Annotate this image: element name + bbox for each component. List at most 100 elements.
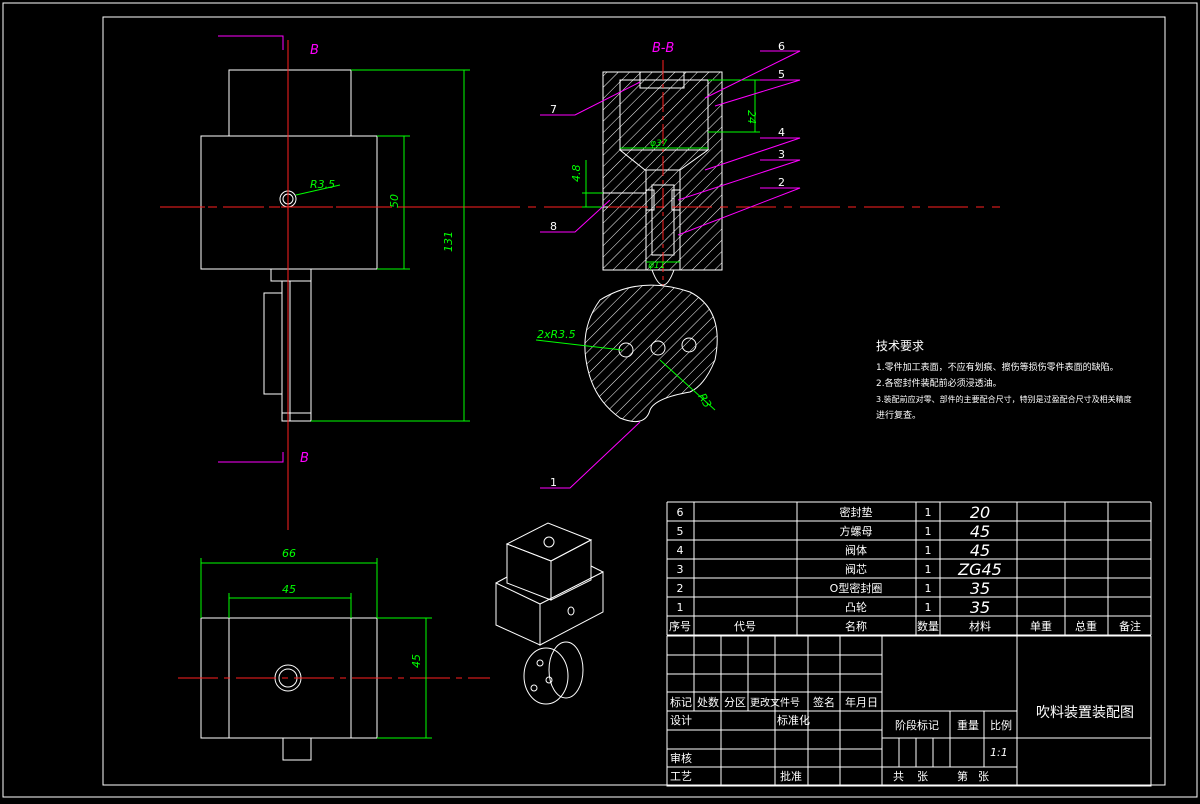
top-stem [282, 737, 312, 761]
front-cam-left [263, 292, 283, 395]
iso-top-face [505, 522, 593, 562]
bom-cell-material: 45 [970, 522, 990, 541]
dim-r35: R3.5 [310, 178, 335, 191]
bom-cell-qty: 1 [925, 601, 932, 614]
seal-left [645, 189, 655, 211]
tb-approve: 批准 [780, 769, 802, 783]
inner-frame [102, 16, 1166, 786]
bom-cell-qty: 1 [925, 525, 932, 538]
iso-side-hole [567, 606, 575, 616]
dim-50: 50 [388, 194, 401, 208]
section-line-bottom [218, 452, 284, 463]
front-view: B B 131 50 R3.5 [165, 35, 480, 530]
balloon-8: 8 [550, 220, 557, 233]
tb-page-suffix: 张 [978, 770, 989, 783]
balloon-3: 3 [778, 148, 785, 161]
dim-cam-r3: R3 [695, 391, 714, 410]
bom-cell-name: 阀体 [845, 543, 867, 557]
tb-design: 设计 [670, 714, 692, 727]
bom-cell-material: 35 [970, 598, 990, 617]
leader-3 [677, 159, 801, 201]
tb-check: 审核 [670, 751, 692, 765]
tech-heading: 技术要求 [876, 339, 924, 353]
tb-scale: 1:1 [990, 746, 1008, 759]
iso-body-edge2 [590, 565, 604, 573]
tb-process: 工艺 [670, 770, 692, 783]
bom-cell-no: 1 [677, 601, 684, 614]
tb-count: 处数 [697, 696, 719, 709]
isometric-view [495, 522, 604, 705]
bom-header-cell: 序号 [669, 619, 691, 633]
bom-cell-no: 3 [677, 563, 684, 576]
balloon-5: 5 [778, 68, 785, 81]
tech-line-4: 进行复查。 [876, 409, 921, 421]
tech-line-2: 2.各密封件装配前必须浸透油。 [876, 377, 1002, 389]
front-neck [270, 268, 312, 282]
leader-8 [540, 199, 611, 233]
balloon-6: 6 [778, 40, 785, 53]
bom-cell-qty: 1 [925, 582, 932, 595]
bom-cell-name: 阀芯 [845, 562, 867, 576]
top-view: 66 45 45 [178, 547, 490, 761]
drawing-name: 吹料装置装配图 [1036, 705, 1134, 721]
dim-66: 66 [282, 547, 296, 560]
balloon-2: 2 [778, 176, 785, 189]
tech-line-3: 3.装配前应对零、部件的主要配合尺寸，特别是过盈配合尺寸及相关精度 [876, 394, 1132, 404]
leader-2 [677, 187, 801, 236]
bom-cell-name: O型密封圈 [830, 581, 883, 595]
iso-cam-hole3 [530, 684, 538, 692]
tech-requirements: 技术要求 1.零件加工表面，不应有划痕、擦伤等损伤零件表面的缺陷。 2.各密封件… [876, 339, 1132, 421]
dim-131: 131 [442, 231, 455, 252]
section-label-bottom: B [300, 451, 309, 466]
bom-header-cell: 数量 [917, 620, 939, 633]
tb-weight: 重量 [957, 718, 979, 732]
bom-cell-qty: 1 [925, 506, 932, 519]
bom-header-cell: 总重 [1075, 619, 1097, 633]
leader-6 [704, 50, 801, 99]
title-block: 标记 处数 分区 更改文件号 签名 年月日 设计 标准化 阶段标记 重量 比例 … [666, 635, 1152, 787]
bom-cell-name: 方螺母 [840, 524, 873, 538]
bom-cell-name: 密封垫 [840, 505, 873, 519]
bom-cell-qty: 1 [925, 544, 932, 557]
bom-header-cell: 名称 [845, 619, 867, 633]
leader-2xr35 [535, 339, 623, 351]
leader-5 [714, 79, 801, 107]
dim-48: 4.8 [570, 165, 583, 183]
iso-body-right [539, 571, 604, 646]
section-view: B-B 24 4.8 φ37 φ11 6 5 4 3 [160, 40, 1000, 300]
bom-cell-qty: 1 [925, 563, 932, 576]
dim-bore-top: φ37 [650, 139, 668, 149]
tb-total: 共 [893, 770, 904, 783]
bom-cell-name: 凸轮 [845, 600, 867, 614]
tb-standard: 标准化 [777, 713, 810, 727]
cam-hole-right [681, 337, 697, 353]
iso-top-hole [543, 536, 555, 548]
cam-view: 2xR3.5 R3 1 [535, 284, 718, 489]
tb-page: 第 [957, 769, 968, 783]
leader-r3 [659, 359, 716, 411]
iso-body-left [495, 582, 541, 646]
tb-mark: 标记 [670, 695, 692, 709]
balloon-1: 1 [550, 476, 557, 489]
tb-zone: 分区 [724, 696, 746, 709]
bom-cell-no: 6 [677, 506, 684, 519]
bom-header-cell: 备注 [1119, 619, 1141, 633]
bom-header-cell: 材料 [969, 619, 991, 633]
leader-4 [704, 137, 801, 171]
iso-cam-back [548, 641, 584, 699]
cam-profile [584, 284, 718, 423]
tb-sheets: 张 [917, 770, 928, 783]
tech-line-1: 1.零件加工表面，不应有划痕、擦伤等损伤零件表面的缺陷。 [876, 361, 1119, 373]
dim-24: 24 [745, 110, 758, 124]
section-label-top: B [310, 43, 319, 58]
leader-1 [540, 421, 641, 489]
cam-hole-center [650, 340, 666, 356]
front-body [200, 135, 378, 270]
bom-cell-material: 45 [970, 541, 990, 560]
tb-sign: 签名 [813, 695, 835, 709]
dim-45-width: 45 [282, 583, 296, 596]
iso-top-right [550, 539, 592, 601]
